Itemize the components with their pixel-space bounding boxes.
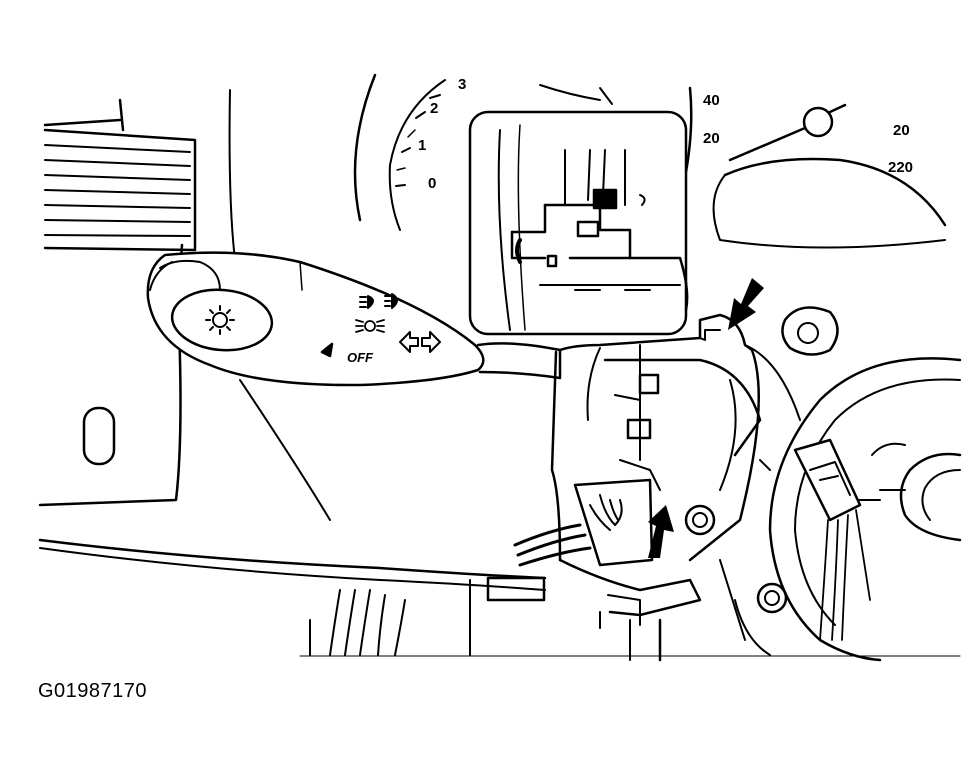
tachometer-gauge [353, 73, 613, 231]
tach-tick-labels: 3 2 1 0 [418, 76, 466, 192]
turn-signal-arrows-icon [399, 331, 441, 353]
mounting-hole [684, 504, 716, 536]
off-position-label: OFF [347, 350, 374, 365]
clock-spring-connector [759, 438, 871, 641]
removal-arrow-up [648, 505, 674, 558]
speedometer-gauge [678, 86, 947, 249]
speedo-tick-40: 40 [703, 92, 720, 109]
wiring-connector [513, 478, 716, 662]
lighting-switch-stalk [146, 251, 562, 387]
inset-detail [468, 110, 689, 336]
dash-trim [38, 89, 547, 656]
tach-tick-3: 3 [458, 76, 466, 93]
inset-latch [592, 188, 618, 210]
removal-arrow-down [728, 278, 764, 330]
tach-tick-0: 0 [428, 175, 436, 192]
air-vent [43, 98, 197, 252]
parking-lamp-icon [355, 319, 385, 333]
figure-id-label: G01987170 [38, 680, 148, 702]
switch-module [550, 313, 801, 562]
headlamp-icon [359, 295, 374, 309]
light-switch-rotary [170, 288, 274, 352]
tach-tick-1: 1 [418, 137, 426, 154]
tach-tick-2: 2 [430, 100, 438, 117]
speedo-needle-hub [802, 106, 834, 138]
speedo-tick-20b: 20 [893, 122, 910, 139]
light-sun-icon [205, 305, 235, 335]
trim-slot [82, 406, 116, 466]
speedo-tick-labels: 40 20 20 220 [703, 92, 913, 176]
switch-position-marker [320, 342, 334, 358]
fog-lamp-icon [384, 293, 398, 309]
speedo-tick-20a: 20 [703, 130, 720, 147]
speedo-tick-220: 220 [888, 159, 913, 176]
